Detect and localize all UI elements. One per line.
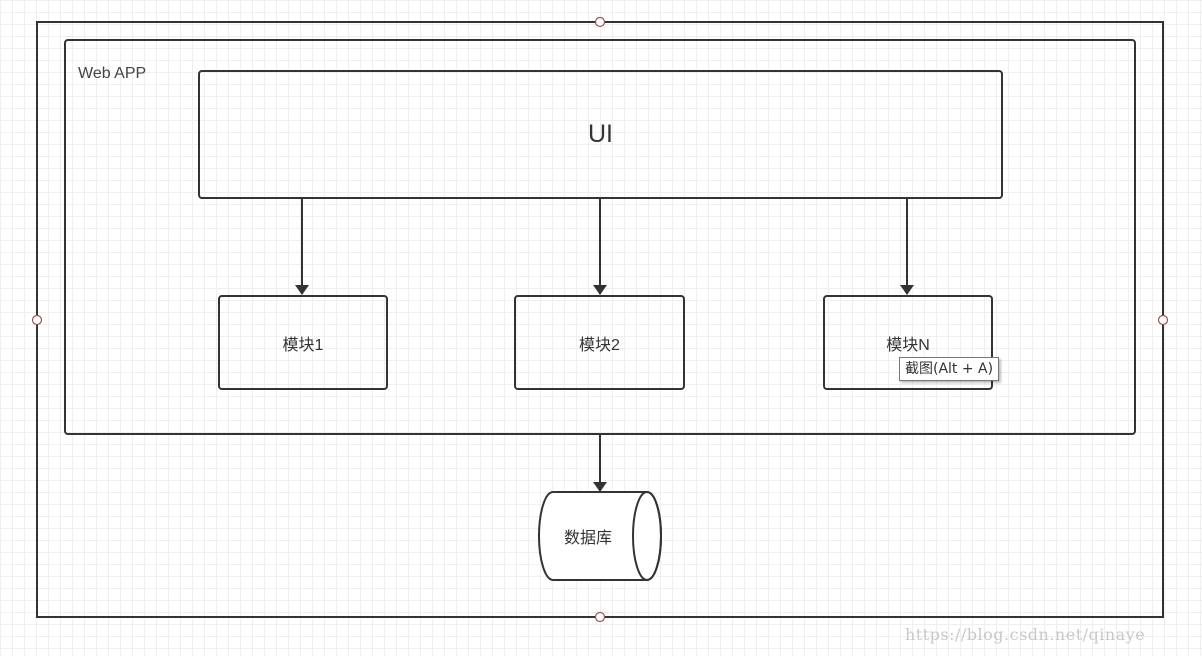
screenshot-tooltip: 截图(Alt + A): [899, 357, 1000, 381]
web-app-title: Web APP: [78, 65, 147, 82]
resize-handle-left[interactable]: [31, 314, 43, 326]
module-n-label: 模块N: [886, 336, 930, 354]
module-1-box[interactable]: [218, 295, 388, 390]
resize-handle-right[interactable]: [1157, 314, 1169, 326]
resize-handle-bottom[interactable]: [594, 611, 606, 623]
module-n-box[interactable]: [823, 295, 993, 390]
module-1-label: 模块1: [282, 336, 324, 354]
watermark-url: https://blog.csdn.net/qinaye: [905, 625, 1146, 644]
database-label: 数据库: [563, 530, 612, 547]
module-2-label: 模块2: [579, 336, 620, 354]
module-2-box[interactable]: [514, 295, 685, 390]
web-app-container[interactable]: [64, 39, 1136, 435]
resize-handle-top[interactable]: [594, 16, 606, 28]
database-cylinder[interactable]: [538, 491, 662, 581]
ui-block[interactable]: [198, 70, 1003, 199]
ui-label: UI: [588, 120, 613, 148]
